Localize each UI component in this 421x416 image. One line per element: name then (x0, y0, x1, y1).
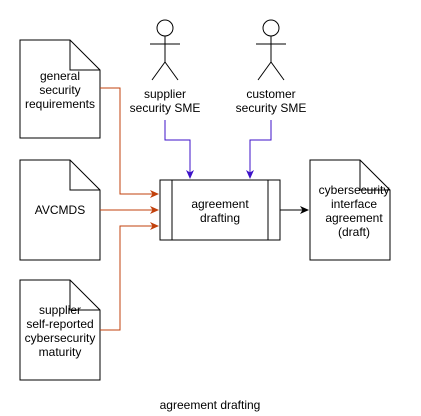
document-cybersecurity-interface-label: cybersecurity interface agreement (draft… (318, 183, 390, 239)
actor-supplier-sme-label: supplier security SME (129, 87, 201, 115)
document-supplier-maturity-label: supplier self-reported cybersecurity mat… (24, 303, 96, 359)
document-cybersecurity-interface-shape (309, 159, 391, 261)
document-avcmds-label: AVCMDS (34, 203, 86, 217)
actor-supplier-sme-figure (150, 19, 180, 81)
actor-customer-sme-label: customer security SME (235, 87, 307, 115)
arrow-supplier-sme-to-process (164, 120, 194, 179)
document-general-security-label: general security requirements (24, 69, 96, 111)
document-supplier-maturity-shape (19, 279, 101, 381)
actor-customer-sme-figure (256, 19, 286, 81)
document-avcmds-shape (19, 159, 101, 261)
diagram-caption: agreement drafting (159, 398, 261, 412)
document-general-security-shape (19, 39, 101, 139)
arrow-supplier-maturity-to-process (100, 222, 159, 331)
process-agreement-drafting-label: agreement drafting (191, 197, 249, 225)
arrow-customer-sme-to-process (246, 120, 272, 179)
arrow-general-security-to-process (100, 87, 159, 198)
